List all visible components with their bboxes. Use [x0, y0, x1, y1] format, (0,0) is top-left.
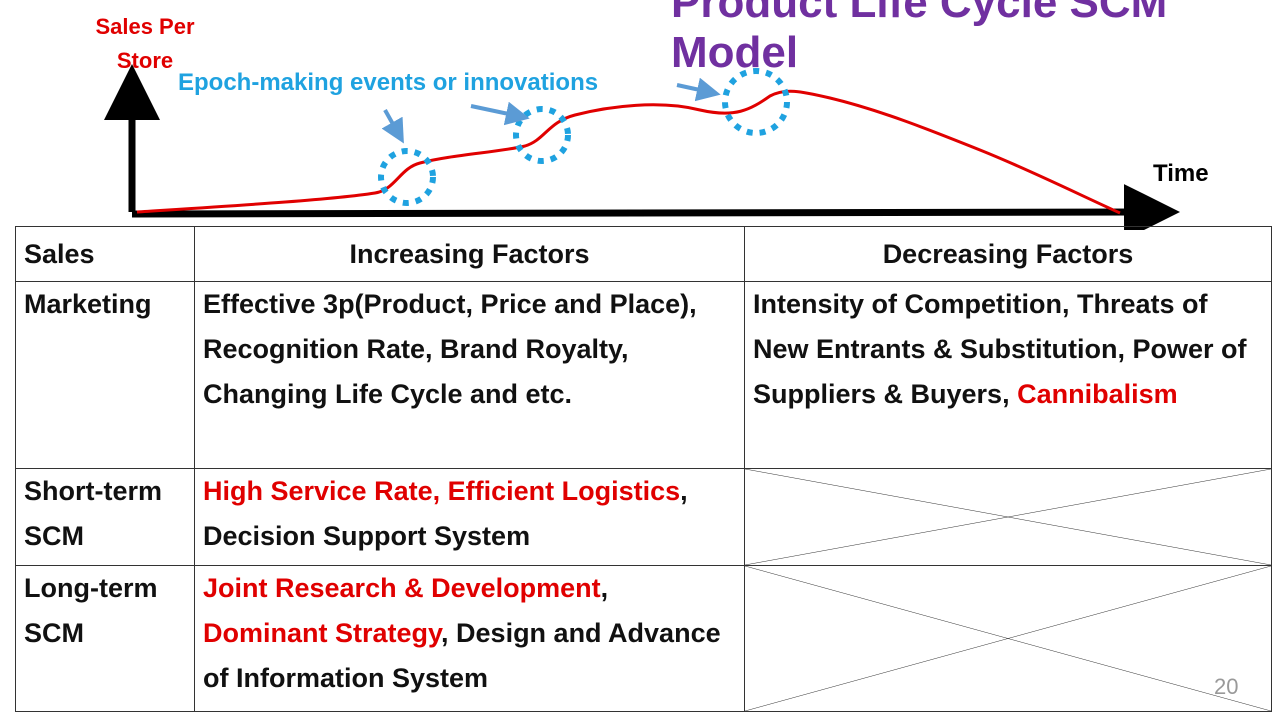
life-cycle-diagram	[104, 64, 1180, 230]
cell-text: , Decision Support System	[203, 476, 688, 551]
slide-title: Product Life Cycle SCM Model	[671, 0, 1168, 77]
cell-text: , Design and Advance of Information Syst…	[203, 618, 721, 693]
sales-curve	[136, 89, 1121, 215]
pointer-arrow	[381, 109, 404, 144]
row-label: Short-term SCM	[15, 468, 195, 566]
highlight-text: Dominant Strategy	[203, 618, 442, 648]
crossed-out-cell	[744, 468, 1272, 566]
x-axis	[131, 184, 1180, 230]
page-number: 20	[1214, 674, 1239, 699]
header-increasing: Increasing Factors	[194, 226, 745, 282]
highlight-text: High Service Rate, Efficient Logistics	[203, 476, 681, 506]
table-row: Short-term SCM High Service Rate, Effici…	[15, 468, 1272, 566]
table-row: Marketing Effective 3p(Product, Price an…	[15, 281, 1272, 469]
crossed-out-cell	[744, 565, 1272, 712]
decreasing-cell: Intensity of Competition, Threats of New…	[744, 281, 1272, 469]
x-axis-label: Time	[1153, 160, 1209, 187]
cell-text: ,	[600, 573, 609, 603]
increasing-cell: High Service Rate, Efficient Logistics, …	[194, 468, 745, 566]
highlight-text: Cannibalism	[1017, 379, 1178, 409]
cell-text: Intensity of Competition, Threats of New…	[753, 289, 1247, 409]
event-circle	[722, 68, 790, 136]
pointer-arrow	[676, 77, 721, 102]
table-row: Long-term SCM Joint Research & Developme…	[15, 565, 1272, 712]
pointer-arrow	[470, 101, 530, 126]
factors-table: Sales Increasing Factors Decreasing Fact…	[15, 226, 1272, 712]
header-decreasing: Decreasing Factors	[744, 226, 1272, 282]
annotation-label: Epoch-making events or innovations	[178, 69, 599, 96]
event-circle	[513, 106, 571, 164]
event-circle	[378, 148, 436, 206]
row-label: Marketing	[15, 281, 195, 469]
increasing-cell: Effective 3p(Product, Price and Place), …	[194, 281, 745, 469]
cell-text: Effective 3p(Product, Price and Place), …	[203, 289, 697, 409]
row-label: Long-term SCM	[15, 565, 195, 712]
table-header-row: Sales Increasing Factors Decreasing Fact…	[15, 226, 1272, 282]
increasing-cell: Joint Research & Development, Dominant S…	[194, 565, 745, 712]
highlight-text: Joint Research & Development	[203, 573, 601, 603]
header-sales: Sales	[15, 226, 195, 282]
